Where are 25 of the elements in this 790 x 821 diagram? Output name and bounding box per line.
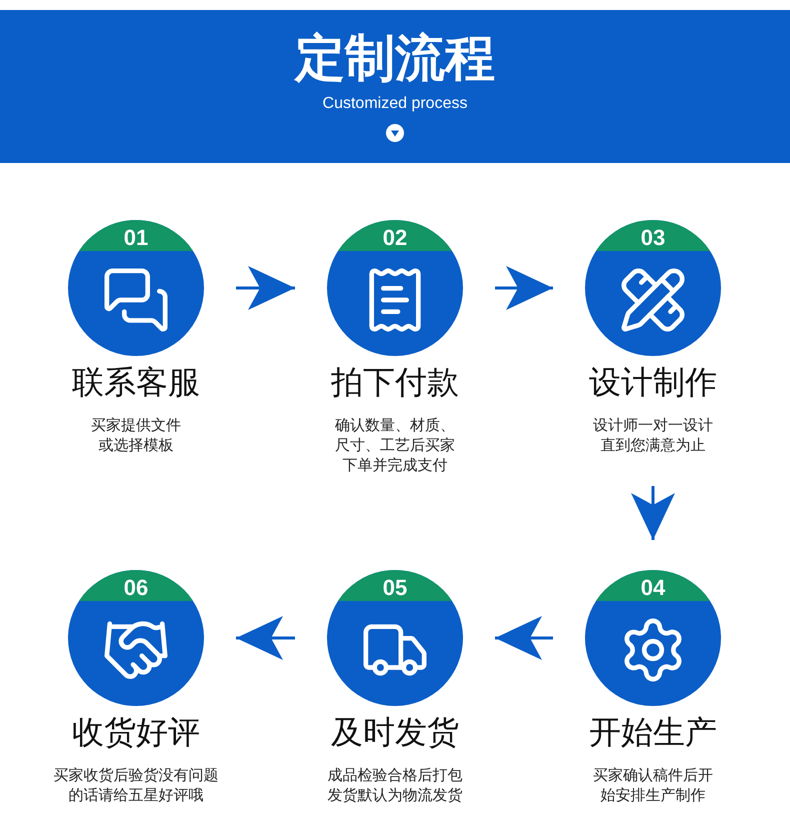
chevron-arrow: [495, 616, 553, 660]
step-heading: 开始生产: [589, 713, 717, 752]
chevron-arrow: [236, 266, 295, 310]
title: 定制流程: [293, 28, 496, 88]
step-description: 设计师一对一设计直到您满意为止: [592, 416, 714, 456]
step-number: 04: [640, 575, 666, 601]
step-number: 06: [124, 575, 148, 601]
step-heading: 联系客服: [72, 363, 200, 402]
step-heading: 收货好评: [72, 713, 200, 752]
step-description: 买家提供文件或选择模板: [90, 416, 182, 456]
step-description: 买家确认稿件后开始安排生产制作: [592, 766, 714, 806]
step-number: 02: [382, 225, 408, 251]
step-description: 确认数量、材质、尺寸、工艺后买家下单并完成支付: [334, 416, 456, 476]
chevron-arrow: [631, 486, 675, 540]
chevron-arrow: [236, 616, 295, 660]
step-heading: 及时发货: [331, 713, 459, 752]
step-number: 03: [640, 225, 666, 251]
chevron-arrow: [495, 266, 553, 310]
step-number: 05: [382, 575, 408, 601]
step-heading: 拍下付款: [331, 363, 459, 402]
step-description: 成品检验合格后打包发货默认为物流发货: [326, 766, 464, 806]
step-heading: 设计制作: [589, 363, 717, 402]
subtitle: Customized process: [322, 94, 468, 114]
step-description: 买家收货后验货没有问题的话请给五星好评哦: [52, 766, 220, 806]
step-number: 01: [124, 225, 148, 251]
